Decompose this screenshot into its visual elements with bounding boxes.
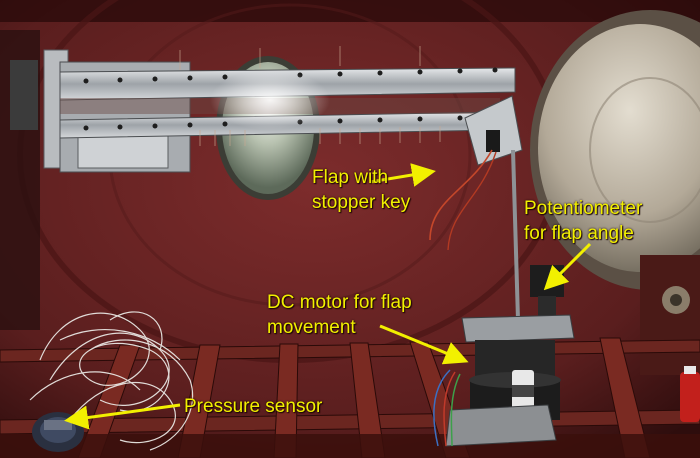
flap-label-line-1: Flap with [312, 167, 389, 188]
pushrod [511, 149, 520, 321]
potentiometer-label: Potentiometer for flap angle [524, 196, 642, 246]
flap-label-line-2: stopper key [312, 192, 411, 213]
flap-label: Flap with stopper key [312, 165, 410, 215]
potentiometer-label-line-2: for flap angle [524, 223, 634, 244]
flap-model [429, 95, 523, 251]
flap-arrow [369, 163, 436, 187]
potentiometer-arrow [543, 242, 592, 291]
motor-arrow [379, 324, 469, 365]
wing-model [43, 46, 516, 173]
motor-label-line-1: DC motor for flap [267, 292, 412, 313]
motor-label-line-2: movement [267, 317, 356, 338]
pressure-sensor-label: Pressure sensor [184, 394, 322, 419]
pressure-tubing [29, 311, 194, 451]
pressure-sensor-label-line-1: Pressure sensor [184, 396, 323, 417]
potentiometer-label-line-1: Potentiometer [524, 198, 643, 219]
motor-assembly [433, 314, 575, 447]
pressure-arrow [64, 403, 181, 430]
motor-label: DC motor for flap movement [267, 290, 412, 340]
